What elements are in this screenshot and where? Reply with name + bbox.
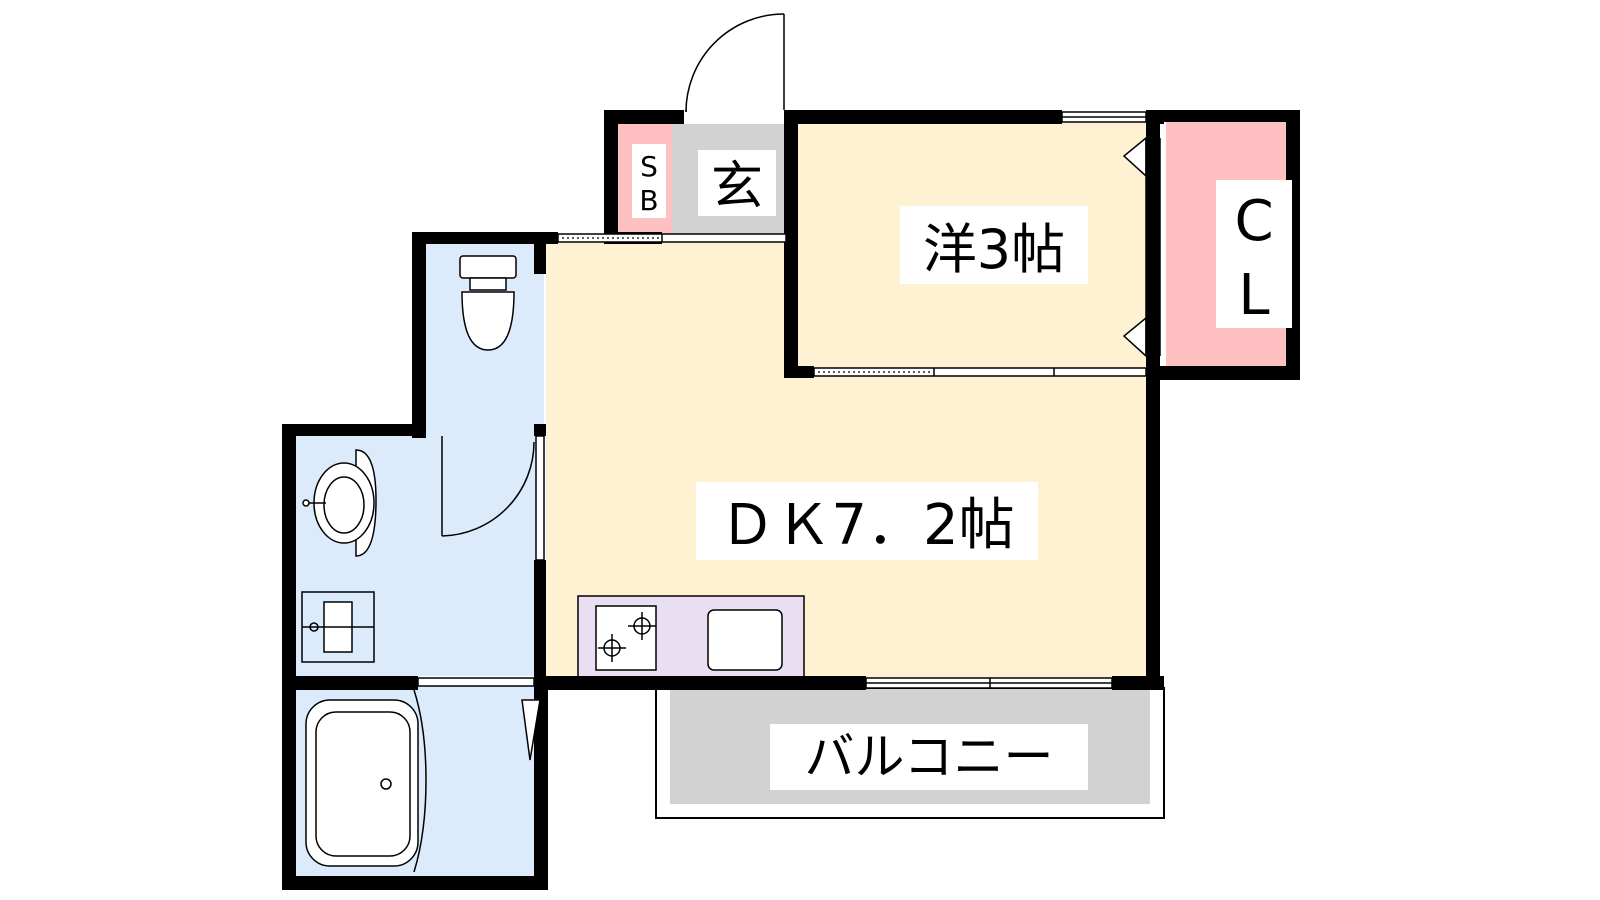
- entrance-label-bg: [698, 150, 776, 216]
- dk-room-label: ＤＫ7．2帖: [719, 493, 1014, 558]
- washbasin-icon: [302, 449, 377, 557]
- sink-icon: [707, 609, 783, 671]
- dotted-lines: [539, 237, 930, 676]
- closet-label-top: C: [1234, 189, 1273, 254]
- shoebox-label-top: S: [640, 150, 658, 183]
- closet-label-bottom: L: [1238, 263, 1269, 328]
- western-label-bg: [900, 206, 1088, 284]
- shoebox-label-bg: [632, 144, 666, 218]
- windows: [417, 111, 1147, 689]
- bath-door-marker: [521, 699, 541, 761]
- toilet-icon: [459, 255, 517, 351]
- washing-machine-icon: [301, 591, 375, 663]
- shoebox-label-bottom: B: [639, 184, 658, 217]
- balcony-label: バルコニー: [805, 728, 1054, 786]
- balcony-label-bg: [770, 724, 1088, 790]
- walls: [282, 110, 1300, 890]
- gas-stove-icon: [595, 605, 657, 671]
- doors: [413, 13, 785, 873]
- bathtub-icon: [305, 699, 419, 867]
- closet-door-markers: [1122, 136, 1161, 358]
- entrance-label: 玄: [711, 157, 763, 217]
- dk-label-bg: [696, 482, 1038, 560]
- western-room-label: 洋3帖: [923, 218, 1065, 281]
- closet-label-bg: [1216, 180, 1292, 328]
